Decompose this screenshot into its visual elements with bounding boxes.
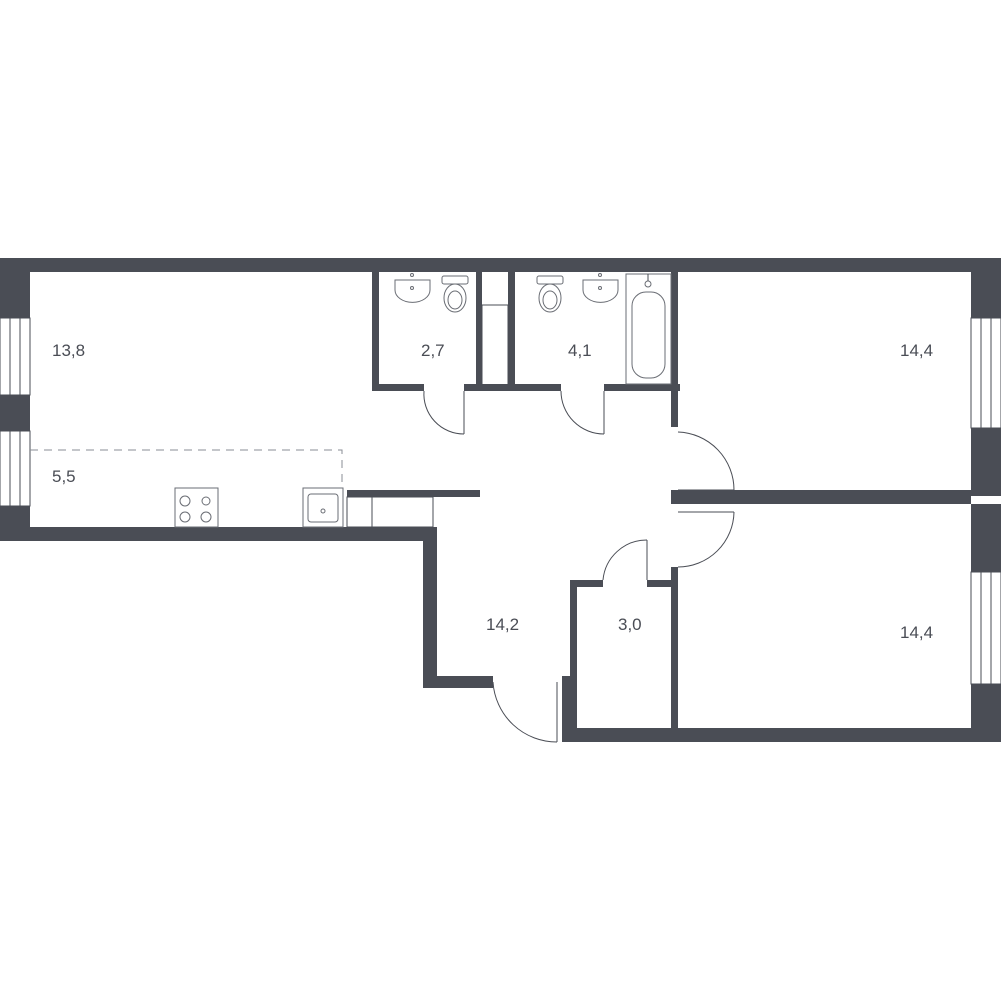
hallway-area: 14,2 (486, 615, 519, 634)
interior-walls (346, 272, 971, 728)
bathroom-sink-icon (582, 273, 619, 303)
fixtures (174, 273, 672, 528)
bathtub-icon (625, 273, 672, 385)
kitchen-area: 5,5 (52, 467, 76, 486)
storage-area: 3,0 (618, 615, 642, 634)
windows (0, 317, 1001, 685)
wc-icon (536, 275, 564, 313)
living-room-area: 13,8 (52, 341, 85, 360)
bathroom-area: 4,1 (568, 341, 592, 360)
exterior-walls (0, 258, 1001, 742)
room-labels: 13,8 5,5 2,7 4,1 14,4 14,2 3,0 14,4 (52, 341, 933, 642)
toilet-area: 2,7 (421, 341, 445, 360)
toilet-sink-icon (394, 273, 431, 303)
stove-icon (174, 487, 219, 528)
kitchen-sink-icon (302, 487, 344, 528)
bedroom-upper-area: 14,4 (900, 341, 933, 360)
wc-icon (441, 275, 469, 313)
doors (423, 390, 735, 743)
bedroom-lower-area: 14,4 (900, 623, 933, 642)
kitchen-zone-boundary (30, 449, 343, 490)
